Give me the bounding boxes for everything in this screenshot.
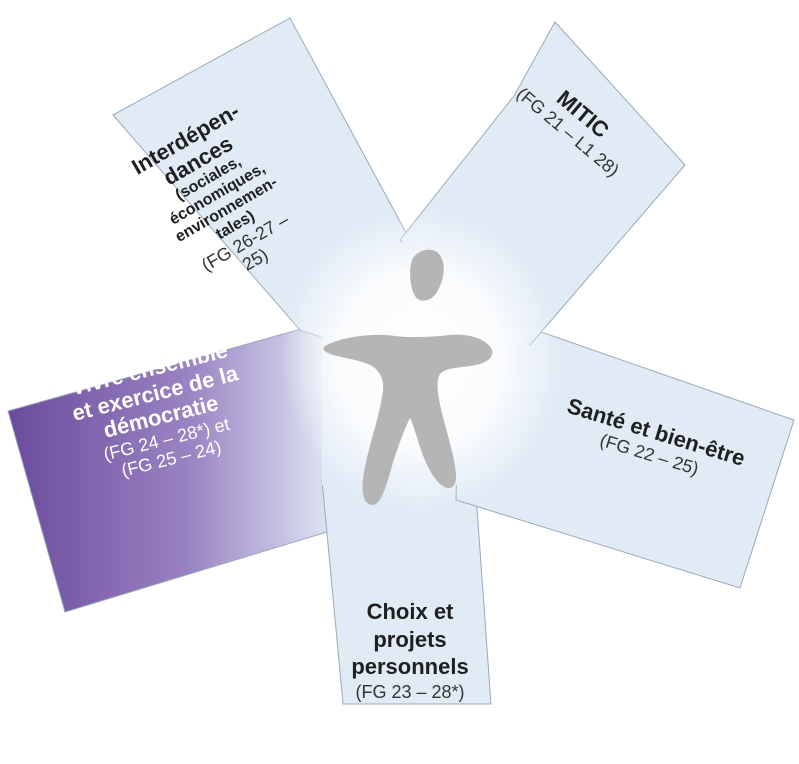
choix-code: (FG 23 – 28*) [355, 681, 465, 702]
choix-title-1: Choix et [366, 599, 454, 624]
human-figure-icon [323, 249, 493, 506]
choix-title-2: projets [373, 626, 447, 652]
label-choix: Choix et projets personnels (FG 23 – 28*… [335, 598, 485, 703]
choix-title-3: personnels [351, 654, 469, 679]
